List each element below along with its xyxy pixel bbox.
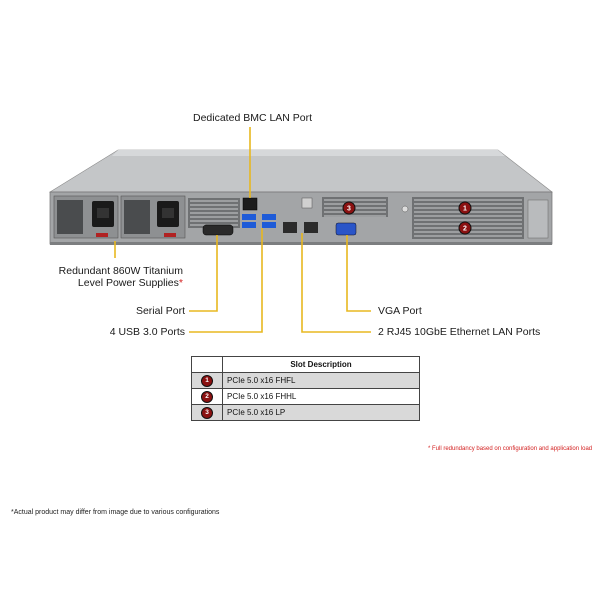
- usb-port-1: [242, 214, 256, 220]
- psu-label-line2-wrap: Level Power Supplies*: [48, 277, 183, 289]
- slot-badge: 2: [201, 390, 213, 403]
- vent-grill-far-right: [527, 199, 549, 239]
- table-header: Slot Description: [222, 356, 420, 373]
- chassis-bottom-edge: [50, 242, 552, 245]
- power-supply-1: [53, 195, 119, 239]
- rj45-port-2: [304, 222, 318, 233]
- slot-description-table: Slot Description 1 PCIe 5.0 x16 FHFL 2 P…: [191, 356, 420, 421]
- svg-text:3: 3: [347, 206, 351, 213]
- usb-ports-label: 4 USB 3.0 Ports: [109, 326, 185, 338]
- uid-button: [301, 197, 313, 209]
- psu-label: Redundant 860W Titanium Level Power Supp…: [48, 265, 183, 289]
- svg-text:1: 1: [463, 206, 467, 213]
- slot-marker-1: 1: [458, 201, 472, 215]
- table-row: 2 PCIe 5.0 x16 FHHL: [191, 388, 420, 405]
- slot-marker-2: 2: [458, 221, 472, 235]
- chassis-top: [48, 149, 553, 193]
- callout-line-usb: [189, 228, 263, 333]
- slot-marker-3: 3: [342, 201, 356, 215]
- psu-asterisk: *: [178, 277, 183, 289]
- bmc-port-label: Dedicated BMC LAN Port: [193, 112, 313, 124]
- slot-desc-cell: PCIe 5.0 x16 FHFL: [222, 372, 420, 389]
- rj45-ports-label: 2 RJ45 10GbE Ethernet LAN Ports: [378, 326, 541, 338]
- psu-label-line2: Level Power Supplies: [77, 277, 179, 289]
- slot-badge: 1: [201, 374, 213, 387]
- slot-desc-cell: PCIe 5.0 x16 LP: [222, 404, 420, 421]
- screw-icon: [401, 205, 409, 213]
- callout-line-vga: [346, 235, 371, 312]
- chassis-top-ridge: [112, 150, 505, 156]
- table-row: 3 PCIe 5.0 x16 LP: [191, 404, 420, 421]
- table-row: 1 PCIe 5.0 x16 FHFL: [191, 372, 420, 389]
- psu-label-line1: Redundant 860W Titanium: [58, 265, 183, 277]
- callout-line-serial: [189, 235, 218, 312]
- table-header-blank: [191, 356, 223, 373]
- rj45-port-1: [283, 222, 297, 233]
- slot-number-cell: 1: [191, 372, 223, 389]
- callout-line-rj45: [301, 233, 371, 333]
- power-supply-2: [120, 195, 186, 239]
- serial-port: [202, 224, 234, 236]
- usb-port-3: [262, 214, 276, 220]
- table-header-row: Slot Description: [191, 356, 420, 373]
- bmc-lan-port: [242, 197, 258, 211]
- redundancy-note: * Full redundancy based on configuration…: [428, 446, 593, 452]
- slot-desc-cell: PCIe 5.0 x16 FHHL: [222, 388, 420, 405]
- usb-port-2: [242, 222, 256, 228]
- vga-port: [335, 222, 357, 236]
- slot-number-cell: 2: [191, 388, 223, 405]
- slot-badge: 3: [201, 406, 213, 419]
- usb-port-4: [262, 222, 276, 228]
- svg-text:2: 2: [463, 226, 467, 233]
- disclaimer-note: *Actual product may differ from image du…: [11, 509, 220, 516]
- slot-number-cell: 3: [191, 404, 223, 421]
- serial-port-label: Serial Port: [135, 305, 185, 317]
- vga-port-label: VGA Port: [378, 305, 422, 317]
